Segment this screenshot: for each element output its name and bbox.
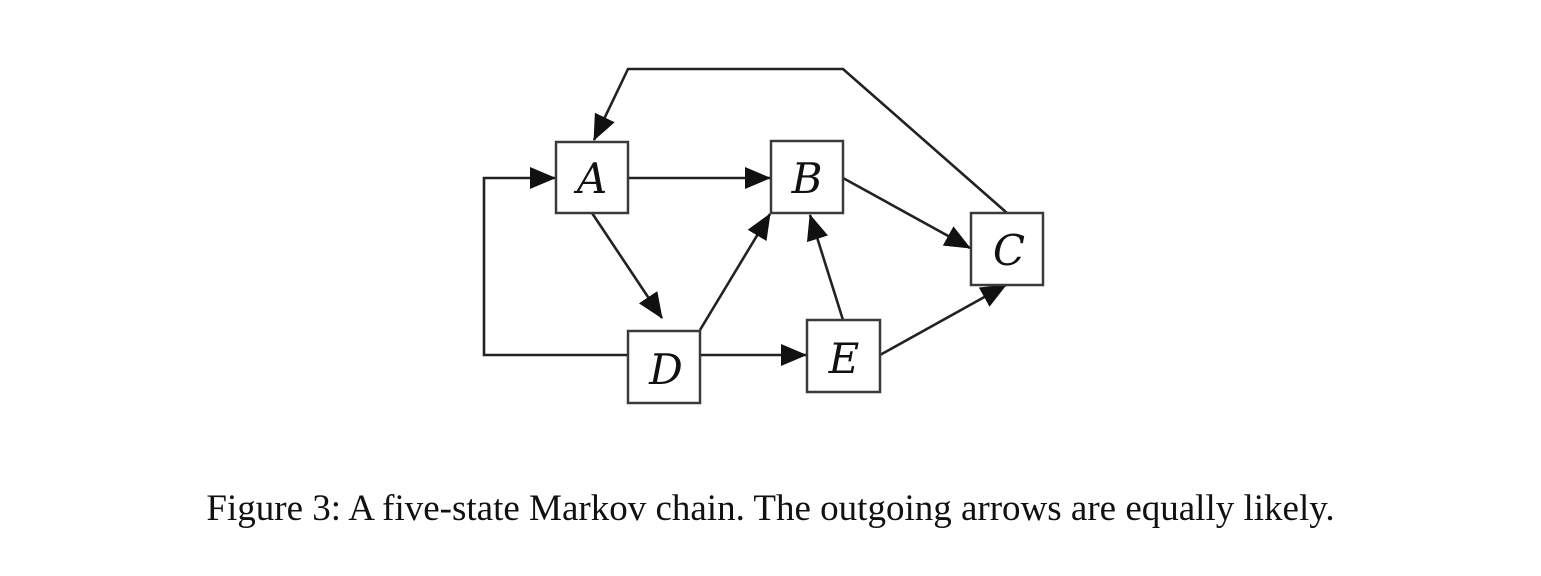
node-e-label: E [828, 334, 860, 383]
node-c-label: C [993, 226, 1025, 275]
node-a-label: A [573, 154, 607, 203]
edge-c-to-a [592, 67, 1008, 214]
edge-b-to-c [842, 176, 971, 250]
node-e: E [805, 318, 882, 394]
node-a-box [554, 140, 630, 215]
node-b: B [769, 139, 845, 215]
nodes-group: A B C D E [554, 139, 1045, 405]
edge-e-to-b [807, 214, 845, 321]
edge-a-to-d [590, 212, 664, 319]
node-e-box [805, 318, 882, 394]
edges-group [482, 67, 1008, 366]
edge-d-to-a [482, 167, 628, 357]
node-d-label: D [648, 345, 683, 394]
node-d-box [626, 329, 702, 405]
figure-caption: Figure 3: A five-state Markov chain. The… [206, 488, 1335, 529]
edge-e-to-c [879, 283, 1007, 357]
edge-d-to-b [698, 213, 772, 331]
node-b-label: B [791, 154, 823, 203]
node-b-box [769, 139, 845, 215]
node-a: A [554, 140, 630, 215]
node-d: D [626, 329, 702, 405]
node-c-box [969, 211, 1045, 287]
node-c: C [969, 211, 1045, 287]
